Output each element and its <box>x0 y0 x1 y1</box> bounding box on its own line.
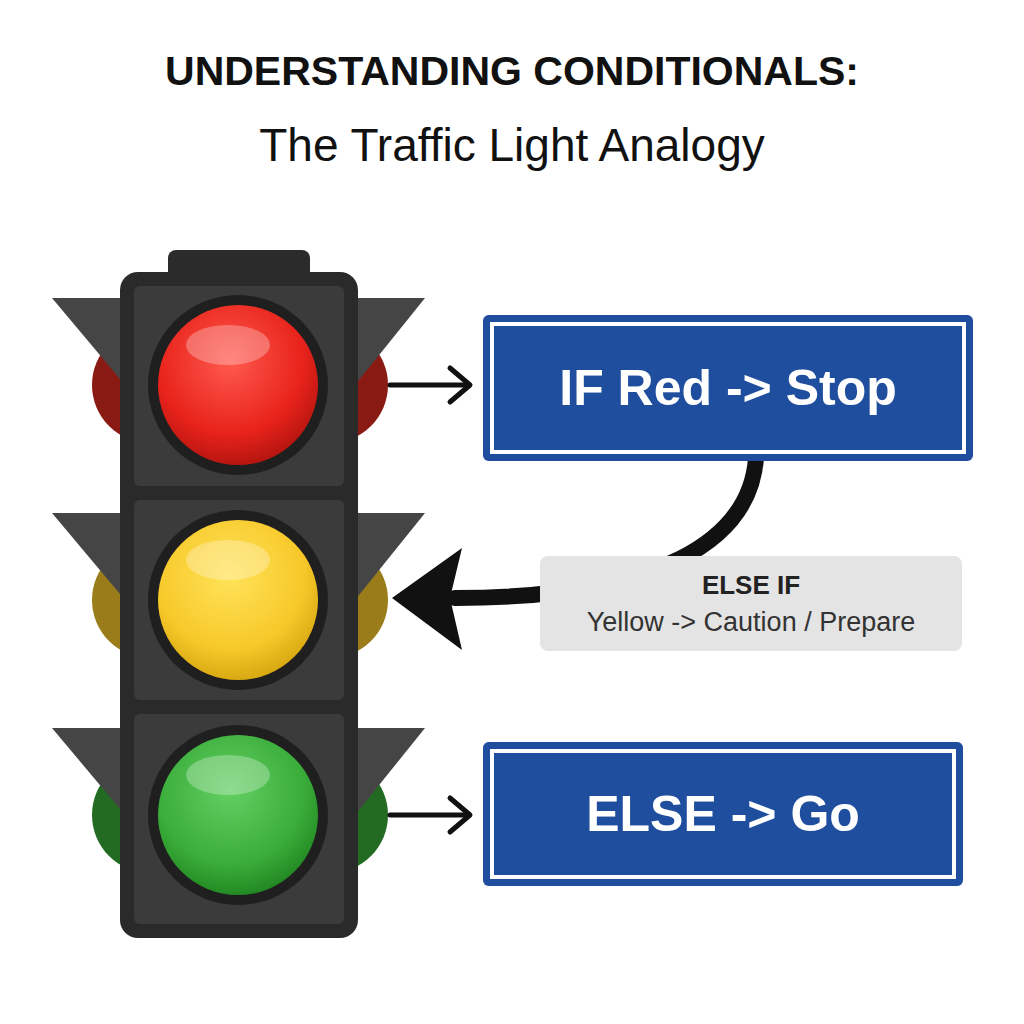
condition-box: IF Red -> Stop <box>483 315 973 461</box>
subtitle: The Traffic Light Analogy <box>0 118 1024 172</box>
lamp-panel <box>134 286 344 924</box>
condition-box: ELSE -> Go <box>483 742 963 886</box>
node-heading: ELSE IF <box>702 570 800 601</box>
title: UNDERSTANDING CONDITIONALS: <box>0 48 1024 95</box>
node-heading: ELSE -> Go <box>586 785 860 843</box>
node-body: Yellow -> Caution / Prepare <box>587 607 915 638</box>
housing <box>120 272 358 938</box>
else-if-box: ELSE IF Yellow -> Caution / Prepare <box>540 556 962 651</box>
node-heading: IF Red -> Stop <box>559 359 897 417</box>
lamp <box>148 295 328 905</box>
